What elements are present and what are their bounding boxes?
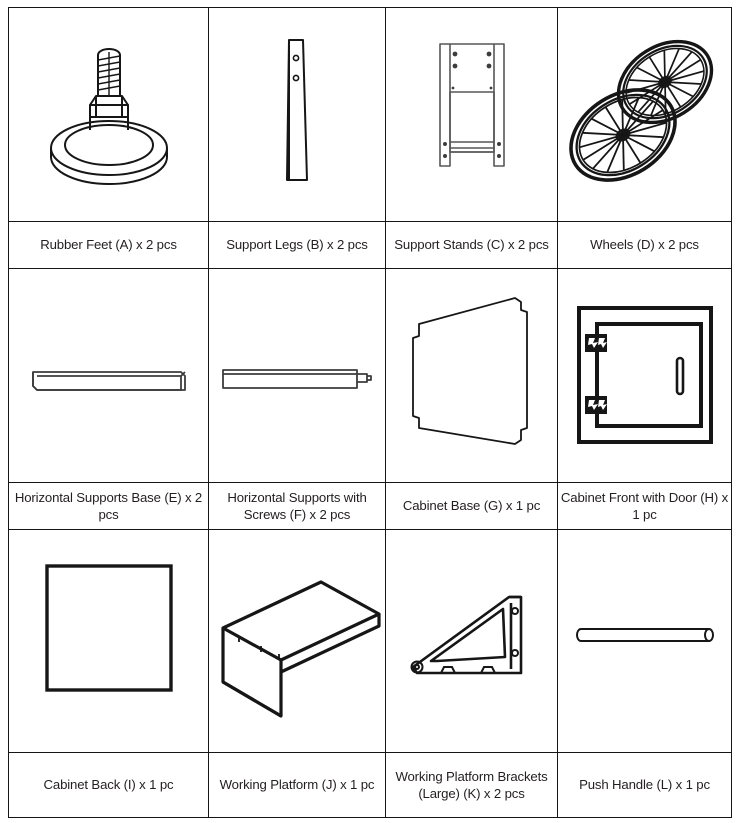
table-row [8,7,732,222]
cabinet-base-illustration [411,297,528,445]
part-image-cell-a [8,7,209,222]
table-row [8,268,732,483]
working-platform-bracket-illustration [410,595,522,675]
horizontal-support-base-illustration [31,370,186,391]
cabinet-back-illustration [44,564,173,692]
part-label-i: Cabinet Back (I) x 1 pc [8,752,209,818]
part-label-h: Cabinet Front with Door (H) x 1 pc [557,482,732,530]
part-image-cell-k [385,529,558,753]
table-row-labels: Rubber Feet (A) x 2 pcs Support Legs (B)… [8,221,732,269]
part-image-cell-j [208,529,386,753]
part-image-cell-h [557,268,732,483]
part-label-e: Horizontal Supports Base (E) x 2 pcs [8,482,209,530]
part-label-j: Working Platform (J) x 1 pc [208,752,386,818]
push-handle-illustration [575,628,714,642]
part-label-a: Rubber Feet (A) x 2 pcs [8,221,209,269]
table-row-labels: Cabinet Back (I) x 1 pc Working Platform… [8,752,732,818]
support-stand-illustration [438,42,505,167]
horizontal-support-with-screws-illustration [222,368,372,389]
part-label-b: Support Legs (B) x 2 pcs [208,221,386,269]
part-label-f: Horizontal Supports with Screws (F) x 2 … [208,482,386,530]
part-image-cell-f [208,268,386,483]
part-label-k: Working Platform Brackets (Large) (K) x … [385,752,558,818]
rubber-foot-illustration [49,47,168,185]
cabinet-front-with-door-illustration [576,305,713,444]
part-image-cell-b [208,7,386,222]
part-label-d: Wheels (D) x 2 pcs [557,221,732,269]
hinge-icon [584,395,607,414]
part-image-cell-l [557,529,732,753]
part-label-l: Push Handle (L) x 1 pc [557,752,732,818]
part-image-cell-e [8,268,209,483]
support-leg-illustration [286,38,308,181]
table-row [8,529,732,753]
part-image-cell-d [557,7,732,222]
part-label-g: Cabinet Base (G) x 1 pc [385,482,558,530]
part-image-cell-c [385,7,558,222]
wheels-illustration [568,39,713,182]
table-row-labels: Horizontal Supports Base (E) x 2 pcs Hor… [8,482,732,530]
working-platform-illustration [221,580,381,718]
part-image-cell-i [8,529,209,753]
hinge-icon [584,333,607,352]
parts-list-table: Rubber Feet (A) x 2 pcs Support Legs (B)… [8,7,732,818]
part-image-cell-g [385,268,558,483]
part-label-c: Support Stands (C) x 2 pcs [385,221,558,269]
